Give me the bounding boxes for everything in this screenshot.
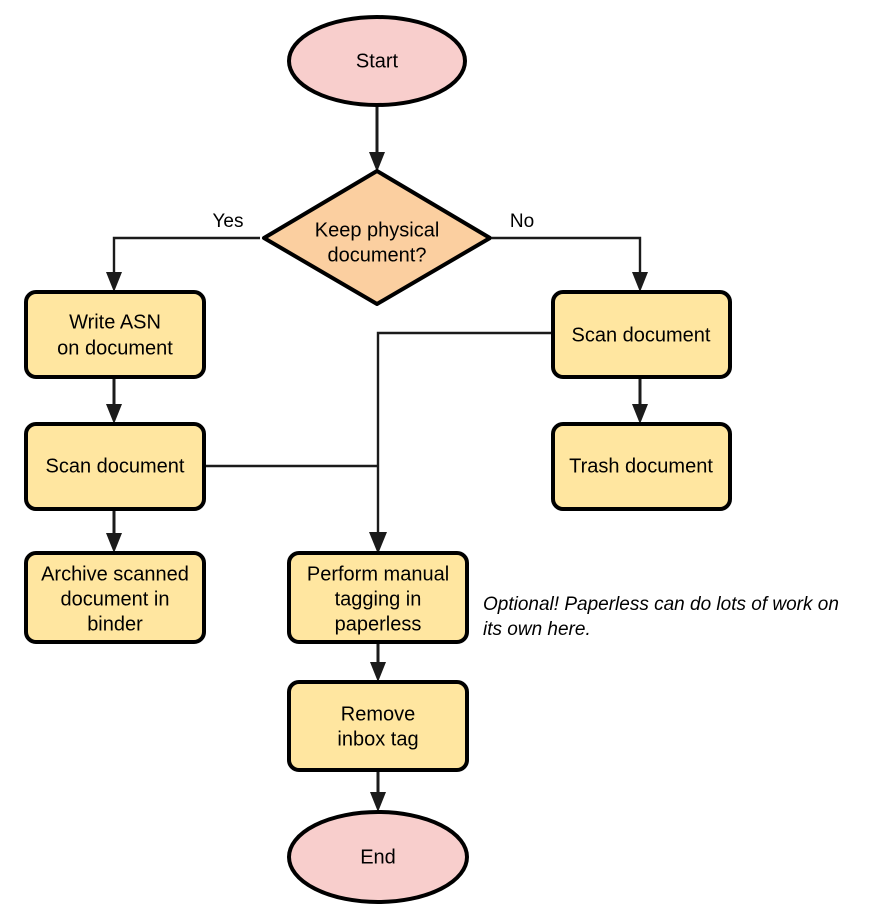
edge-remove-inbox-to-end — [370, 770, 386, 812]
node-perform-manual-tagging[interactable]: Perform manual tagging in paperless — [287, 551, 469, 644]
node-tagging-label-line2: tagging in — [335, 588, 422, 610]
annotation-optional-note-line2: its own here. — [483, 619, 591, 640]
edge-label-no: No — [510, 211, 534, 232]
node-decision-keep-physical-document[interactable]: Keep physical document? — [262, 169, 492, 306]
node-start[interactable]: Start — [287, 15, 467, 107]
node-write-asn-label-line2: on document — [57, 337, 173, 359]
edge-decision-to-write-asn — [106, 236, 260, 292]
node-archive-label-line1: Archive scanned — [41, 563, 189, 585]
node-scan-document-right-label: Scan document — [572, 324, 711, 346]
node-write-asn-label-line1: Write ASN — [69, 311, 161, 333]
node-scan-document-right[interactable]: Scan document — [551, 290, 732, 379]
node-scan-document-left[interactable]: Scan document — [24, 422, 206, 511]
node-archive-label-line2: document in — [61, 588, 170, 610]
node-trash-document-label: Trash document — [569, 455, 713, 477]
edge-scan-right-to-trash — [632, 377, 648, 424]
node-trash-document[interactable]: Trash document — [551, 422, 732, 511]
node-scan-document-left-label: Scan document — [46, 455, 185, 477]
node-tagging-label-line1: Perform manual — [307, 563, 449, 585]
node-start-label: Start — [356, 50, 399, 72]
edge-tagging-to-remove-inbox — [370, 642, 386, 682]
node-archive-scanned-document[interactable]: Archive scanned document in binder — [24, 551, 206, 644]
node-archive-label-line3: binder — [87, 613, 143, 635]
node-end[interactable]: End — [287, 810, 469, 904]
edge-scan-right-to-tagging — [369, 331, 553, 554]
node-decision-label-line1: Keep physical — [315, 219, 440, 241]
annotation-optional-note-line1: Optional! Paperless can do lots of work … — [483, 594, 839, 615]
node-end-label: End — [360, 846, 396, 868]
edge-decision-to-scan-right — [492, 236, 648, 292]
edge-start-to-decision — [369, 105, 385, 172]
edge-label-yes: Yes — [213, 211, 244, 232]
edge-scan-left-to-archive — [106, 510, 122, 553]
annotation-optional-note: Optional! Paperless can do lots of work … — [483, 594, 839, 640]
node-decision-label-line2: document? — [328, 244, 427, 266]
node-remove-inbox-label-line1: Remove — [341, 703, 415, 725]
node-remove-inbox-label-line2: inbox tag — [337, 728, 418, 750]
node-tagging-label-line3: paperless — [335, 613, 422, 635]
node-remove-inbox-tag[interactable]: Remove inbox tag — [287, 680, 469, 772]
edge-write-asn-to-scan-left — [106, 377, 122, 424]
node-write-asn[interactable]: Write ASN on document — [24, 290, 206, 379]
